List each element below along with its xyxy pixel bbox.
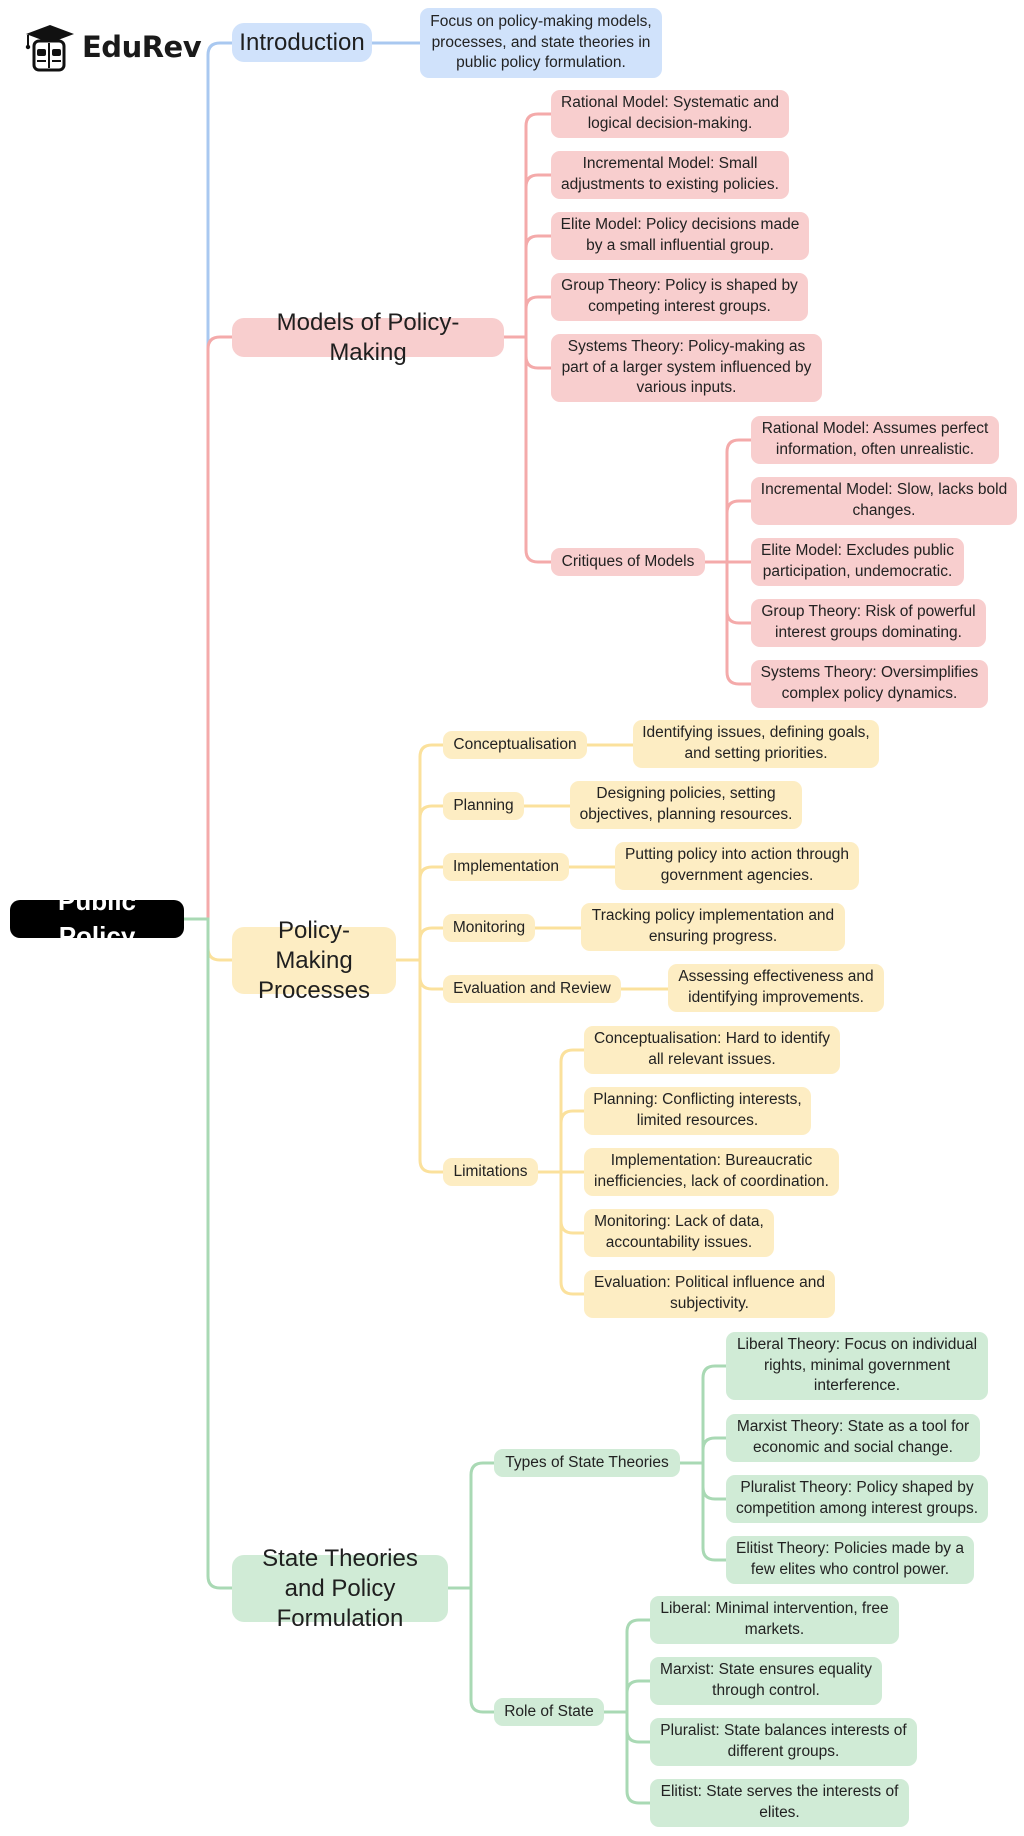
stage-detail[interactable]: Designing policies, setting objectives, … bbox=[570, 781, 802, 829]
introduction-detail[interactable]: Focus on policy-making models, processes… bbox=[420, 8, 662, 78]
critiques-node[interactable]: Critiques of Models bbox=[551, 548, 705, 576]
stage-detail[interactable]: Tracking policy implementation and ensur… bbox=[581, 903, 845, 951]
stage-node[interactable]: Planning bbox=[443, 792, 524, 820]
connector-line bbox=[703, 499, 753, 564]
limitation-item[interactable]: Evaluation: Political influence and subj… bbox=[584, 1270, 835, 1318]
connector-line bbox=[502, 112, 553, 339]
role-item[interactable]: Liberal: Minimal intervention, free mark… bbox=[650, 1596, 899, 1644]
root-node[interactable]: Public Policy bbox=[10, 886, 184, 951]
connector-line bbox=[536, 1048, 586, 1174]
processes-node[interactable]: Policy-Making Processes bbox=[232, 917, 396, 1004]
stage-detail[interactable]: Assessing effectiveness and identifying … bbox=[668, 964, 884, 1012]
limitations-node[interactable]: Limitations bbox=[443, 1158, 538, 1186]
connector-line bbox=[446, 1586, 496, 1714]
connector-line bbox=[602, 1710, 652, 1805]
models-node[interactable]: Models of Policy-Making bbox=[232, 309, 504, 366]
connector-line bbox=[394, 926, 445, 962]
connector-line bbox=[394, 804, 445, 962]
connector-line bbox=[394, 743, 445, 962]
critique-item[interactable]: Elite Model: Excludes public participati… bbox=[751, 538, 964, 586]
stage-node[interactable]: Conceptualisation bbox=[443, 731, 587, 759]
critique-item[interactable]: Incremental Model: Slow, lacks bold chan… bbox=[751, 477, 1017, 525]
model-item[interactable]: Elite Model: Policy decisions made by a … bbox=[551, 212, 809, 260]
connector-line bbox=[536, 1109, 586, 1174]
model-item[interactable]: Rational Model: Systematic and logical d… bbox=[551, 90, 789, 138]
stage-node[interactable]: Monitoring bbox=[443, 914, 535, 942]
critique-item[interactable]: Group Theory: Risk of powerful interest … bbox=[751, 599, 986, 647]
role-item[interactable]: Elitist: State serves the interests of e… bbox=[650, 1779, 909, 1827]
logo-text: EduRev bbox=[82, 30, 202, 64]
connector-line bbox=[502, 234, 553, 339]
limitation-item[interactable]: Implementation: Bureaucratic inefficienc… bbox=[584, 1148, 839, 1196]
state-theory-item[interactable]: Liberal Theory: Focus on individual righ… bbox=[726, 1332, 988, 1400]
connector-line bbox=[182, 41, 234, 921]
connector-line bbox=[536, 1170, 586, 1296]
role-item[interactable]: Pluralist: State balances interests of d… bbox=[650, 1718, 917, 1766]
state-theory-item[interactable]: Marxist Theory: State as a tool for econ… bbox=[726, 1414, 980, 1462]
critique-item[interactable]: Rational Model: Assumes perfect informat… bbox=[751, 416, 999, 464]
connector-line bbox=[502, 335, 553, 564]
connector-line bbox=[502, 295, 553, 339]
stage-detail[interactable]: Putting policy into action through gover… bbox=[615, 842, 859, 890]
connector-line bbox=[446, 1461, 496, 1590]
edurev-logo: EduRev bbox=[22, 22, 202, 72]
connector-line bbox=[502, 173, 553, 339]
connector-line bbox=[703, 438, 753, 564]
role-of-state-node[interactable]: Role of State bbox=[494, 1698, 604, 1726]
model-item[interactable]: Systems Theory: Policy-making as part of… bbox=[551, 334, 822, 402]
connector-line bbox=[394, 958, 445, 1174]
limitation-item[interactable]: Conceptualisation: Hard to identify all … bbox=[584, 1026, 840, 1074]
connector-line bbox=[182, 335, 234, 921]
role-item[interactable]: Marxist: State ensures equality through … bbox=[650, 1657, 882, 1705]
connector-line bbox=[602, 1679, 652, 1714]
state-theory-item[interactable]: Pluralist Theory: Policy shaped by compe… bbox=[726, 1475, 988, 1523]
connector-line bbox=[678, 1461, 728, 1562]
model-item[interactable]: Incremental Model: Small adjustments to … bbox=[551, 151, 789, 199]
state-theories-node[interactable]: State Theories and Policy Formulation bbox=[232, 1545, 448, 1632]
stage-node[interactable]: Evaluation and Review bbox=[443, 975, 621, 1003]
introduction-node[interactable]: Introduction bbox=[232, 23, 372, 62]
limitation-item[interactable]: Planning: Conflicting interests, limited… bbox=[584, 1087, 811, 1135]
graduation-cap-icon bbox=[25, 25, 74, 72]
stage-node[interactable]: Implementation bbox=[443, 853, 569, 881]
connector-line bbox=[678, 1364, 728, 1465]
connector-line bbox=[394, 865, 445, 962]
critique-item[interactable]: Systems Theory: Oversimplifies complex p… bbox=[751, 660, 988, 708]
connector-line bbox=[678, 1436, 728, 1465]
connector-line bbox=[602, 1618, 652, 1714]
connector-line bbox=[182, 917, 234, 1590]
connector-line bbox=[703, 560, 753, 686]
types-of-state-theories-node[interactable]: Types of State Theories bbox=[494, 1449, 680, 1477]
state-theory-item[interactable]: Elitist Theory: Policies made by a few e… bbox=[726, 1536, 974, 1584]
limitation-item[interactable]: Monitoring: Lack of data, accountability… bbox=[584, 1209, 774, 1257]
stage-detail[interactable]: Identifying issues, defining goals, and … bbox=[633, 720, 879, 768]
model-item[interactable]: Group Theory: Policy is shaped by compet… bbox=[551, 273, 808, 321]
